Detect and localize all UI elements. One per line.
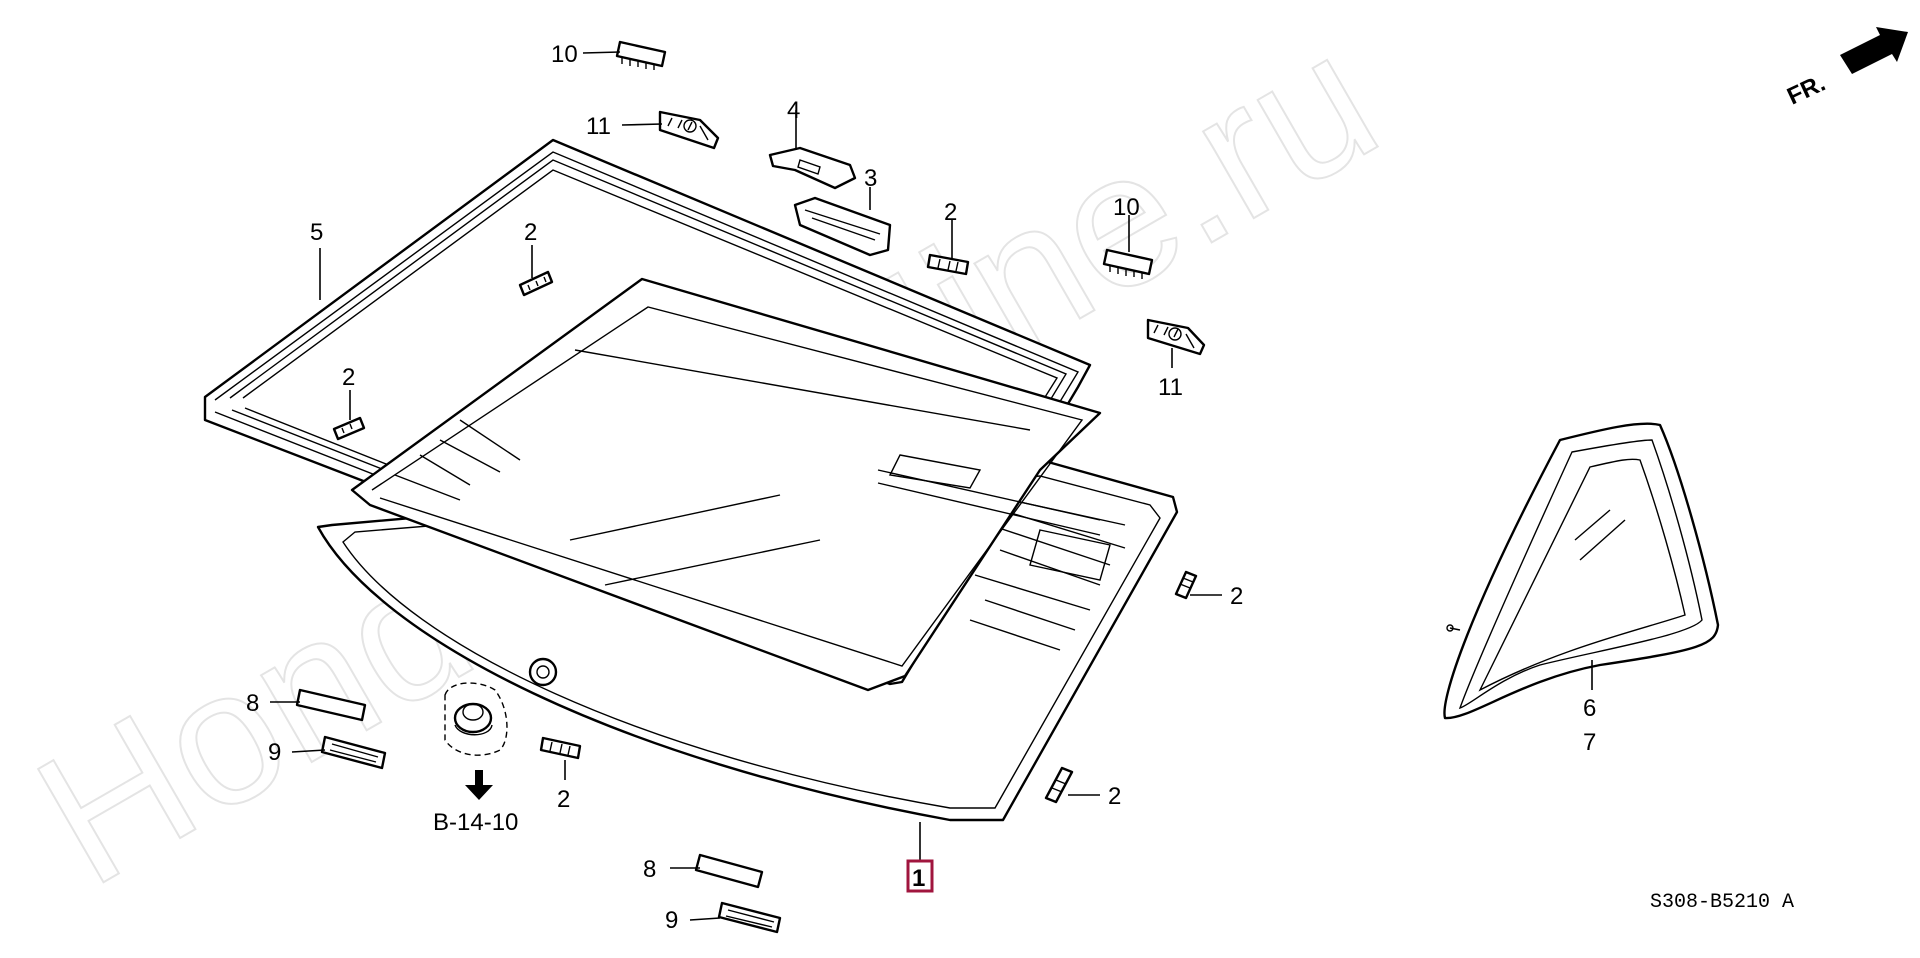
leader-lines <box>270 51 1593 921</box>
callout-labels: 10 11 4 3 2 10 11 5 2 2 2 2 2 8 9 8 9 6 … <box>246 41 1596 934</box>
callout-1-box <box>906 859 934 893</box>
spacer-8-bottom[interactable] <box>694 853 764 889</box>
drawing-code: S308-B5210 A <box>1650 891 1794 914</box>
tape-9-left[interactable] <box>320 735 387 770</box>
callout-4: 4 <box>787 97 800 124</box>
fastener-upper-left[interactable] <box>518 270 554 297</box>
spacer-upper-right[interactable] <box>1102 248 1154 279</box>
spacer-upper-left[interactable] <box>615 40 667 70</box>
tape-9-bottom[interactable] <box>717 901 782 934</box>
callout-11-right: 11 <box>1158 374 1183 401</box>
callout-2-lower-left: 2 <box>557 786 570 813</box>
callout-6: 6 <box>1583 695 1596 722</box>
callout-2-left: 2 <box>342 364 355 391</box>
callout-2-lower-right: 2 <box>1108 783 1121 810</box>
callout-1: 1 <box>912 865 925 892</box>
callout-1-highlight[interactable]: 1 <box>906 859 934 893</box>
callout-7: 7 <box>1583 729 1596 756</box>
clip-11-upper[interactable] <box>658 110 720 150</box>
fastener-right[interactable] <box>1174 570 1198 600</box>
fastener-lower-left[interactable] <box>539 736 582 760</box>
callout-2-upper-left: 2 <box>524 219 537 246</box>
quarter-glass[interactable] <box>1443 422 1720 720</box>
callout-5: 5 <box>310 219 323 246</box>
callout-2-upper-mid: 2 <box>944 199 957 226</box>
direction-label: FR. <box>1783 70 1829 111</box>
grommet-part[interactable] <box>444 682 508 756</box>
callout-9-bottom: 9 <box>665 907 678 934</box>
fastener-upper-mid[interactable] <box>926 253 970 276</box>
front-direction-arrow-icon <box>1840 27 1908 74</box>
callout-9-left: 9 <box>268 739 281 766</box>
reference-label: B-14-10 <box>433 809 518 836</box>
callout-11-upper: 11 <box>586 113 611 140</box>
callout-8-bottom: 8 <box>643 856 656 883</box>
inner-glass-pane <box>350 277 1111 692</box>
fastener-left[interactable] <box>332 416 366 441</box>
callout-10-upper: 10 <box>551 41 578 68</box>
clip-11-right[interactable] <box>1146 318 1206 356</box>
callout-3: 3 <box>864 165 877 192</box>
clip-part-4[interactable] <box>768 146 857 190</box>
callout-8-left: 8 <box>246 690 259 717</box>
callout-10-right: 10 <box>1113 194 1140 221</box>
spacer-8-left[interactable] <box>295 688 367 722</box>
clip-part-3[interactable] <box>793 196 892 257</box>
fastener-lower-right[interactable] <box>1044 766 1074 804</box>
down-arrow-icon <box>465 770 493 800</box>
callout-2-right: 2 <box>1230 583 1243 610</box>
